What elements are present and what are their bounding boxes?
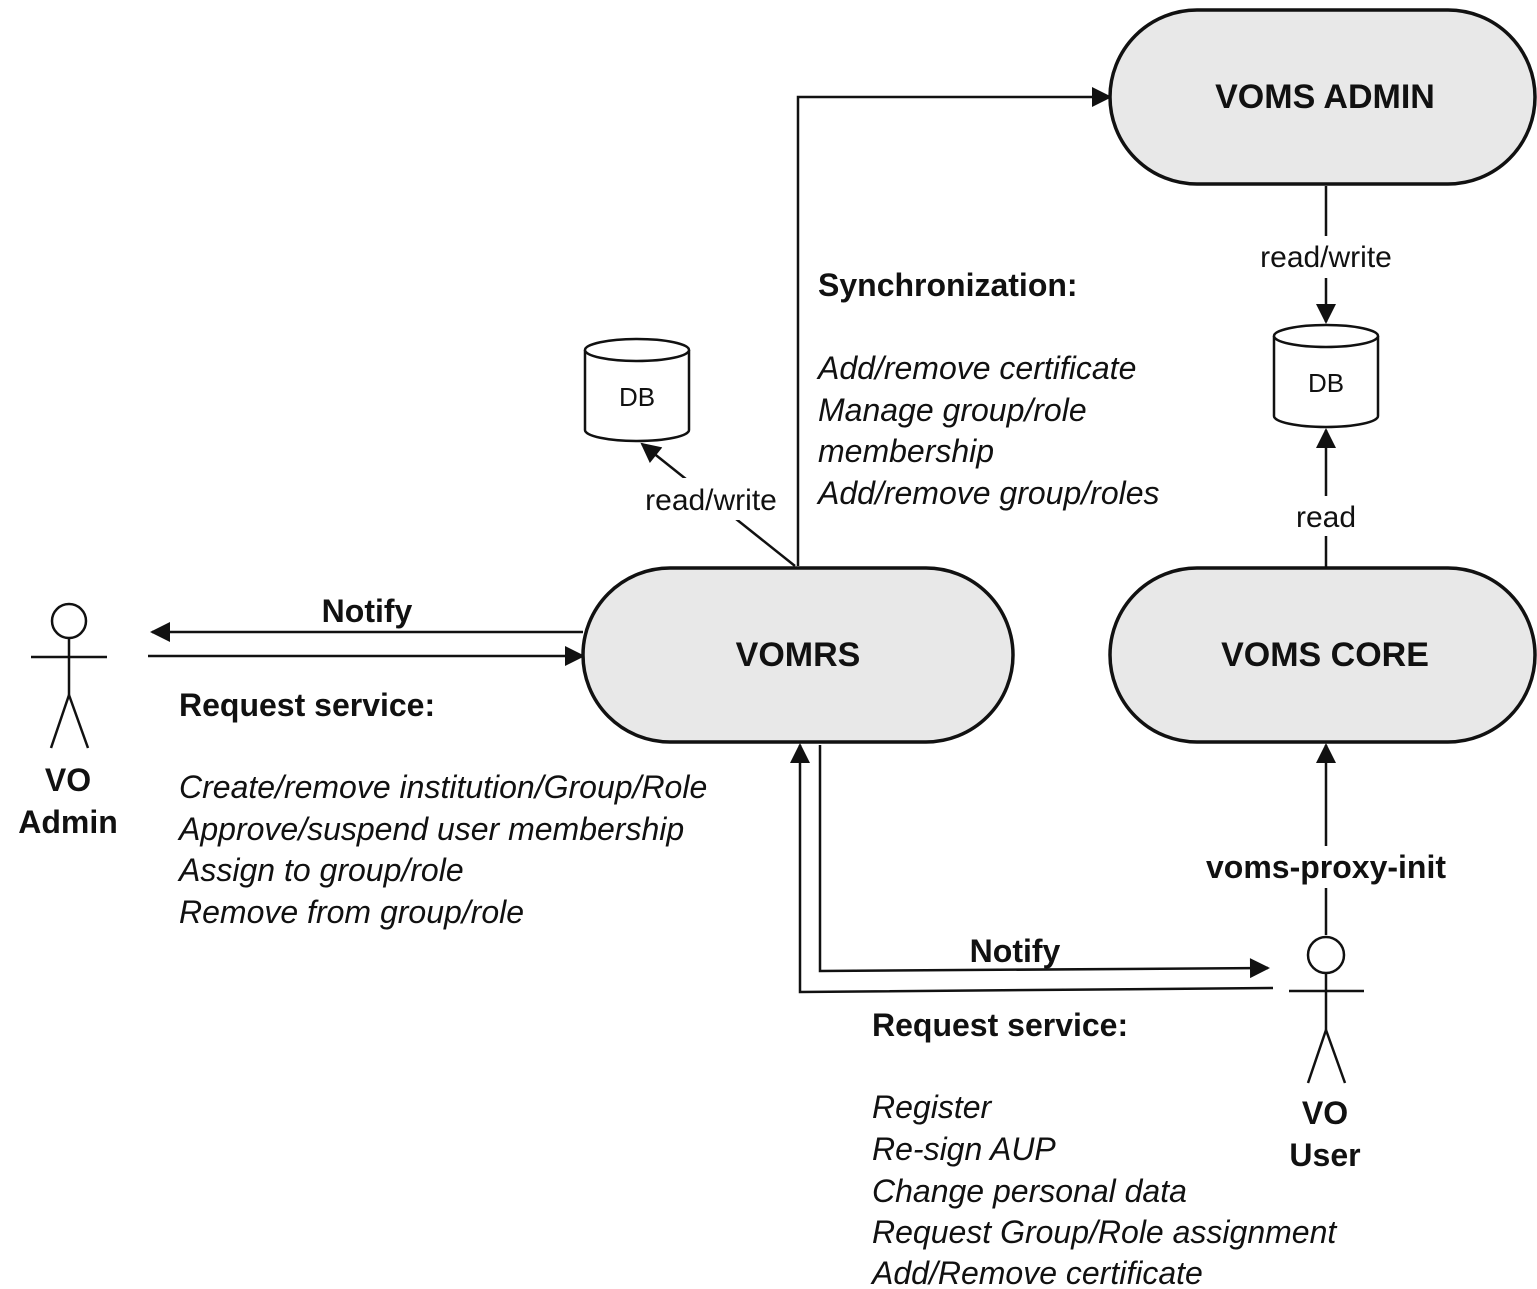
- sync-arrow: [796, 87, 1112, 566]
- db-right-icon: DB: [1272, 323, 1380, 429]
- user-request-item: Change personal data: [872, 1173, 1187, 1209]
- voms-core-node: VOMS CORE: [1108, 566, 1537, 744]
- db-right-label: DB: [1308, 368, 1344, 398]
- user-request-item: Re-sign AUP: [872, 1131, 1056, 1167]
- vo-admin-actor: VO Admin: [18, 602, 118, 840]
- vo-user-actor: VO User: [1289, 935, 1364, 1173]
- admin-request-item: Remove from group/role: [179, 894, 524, 930]
- voms-core-label: VOMS CORE: [1221, 636, 1429, 674]
- notify-admin-label: Notify: [322, 593, 413, 629]
- synchronization-block: Synchronization: Add/remove certificate …: [816, 267, 1160, 511]
- db-left-icon: DB: [583, 337, 691, 443]
- user-request-title: Request service:: [872, 1007, 1128, 1043]
- core-db-read-label: read: [1296, 501, 1356, 534]
- user-request-item: Register: [872, 1089, 993, 1125]
- vo-user-head-icon: [1306, 935, 1346, 975]
- voms-proxy-init-label: voms-proxy-init: [1206, 849, 1446, 885]
- user-request-item: Add/Remove certificate: [870, 1255, 1203, 1289]
- admin-request-service-block: Request service: Create/remove instituti…: [177, 687, 707, 930]
- vo-user-label-line2: User: [1289, 1137, 1360, 1173]
- admin-request-item: Create/remove institution/Group/Role: [179, 769, 707, 805]
- notify-user-label: Notify: [970, 933, 1061, 969]
- user-request-item: Request Group/Role assignment: [872, 1214, 1337, 1250]
- sync-item: Add/remove certificate: [816, 350, 1136, 386]
- vo-admin-label-line2: Admin: [18, 804, 118, 840]
- vo-admin-head-icon: [50, 602, 88, 640]
- admin-request-title: Request service:: [179, 687, 435, 723]
- sync-item: Add/remove group/roles: [816, 475, 1160, 511]
- sync-item: Manage group/role: [818, 392, 1087, 428]
- admin-request-item: Approve/suspend user membership: [177, 811, 684, 847]
- synchronization-title: Synchronization:: [818, 267, 1078, 303]
- voms-admin-label: VOMS ADMIN: [1215, 78, 1435, 116]
- vo-admin-label-line1: VO: [45, 762, 91, 798]
- db-left-label: DB: [619, 382, 655, 412]
- vomrs-label: VOMRS: [736, 636, 861, 674]
- voms-admin-node: VOMS ADMIN: [1108, 8, 1537, 186]
- admin-request-item: Assign to group/role: [177, 852, 464, 888]
- sync-item: membership: [818, 433, 994, 469]
- user-request-arrow: [790, 743, 1274, 994]
- vomrs-db-readwrite-label: read/write: [645, 484, 777, 517]
- connectors: [148, 87, 1336, 994]
- admin-db-readwrite-label: read/write: [1260, 241, 1392, 274]
- user-request-service-block: Request service: Register Re-sign AUP Ch…: [870, 1007, 1337, 1289]
- notify-user-arrow: [818, 745, 1270, 979]
- vo-user-label-line1: VO: [1302, 1095, 1348, 1131]
- vomrs-node: VOMRS: [581, 566, 1015, 744]
